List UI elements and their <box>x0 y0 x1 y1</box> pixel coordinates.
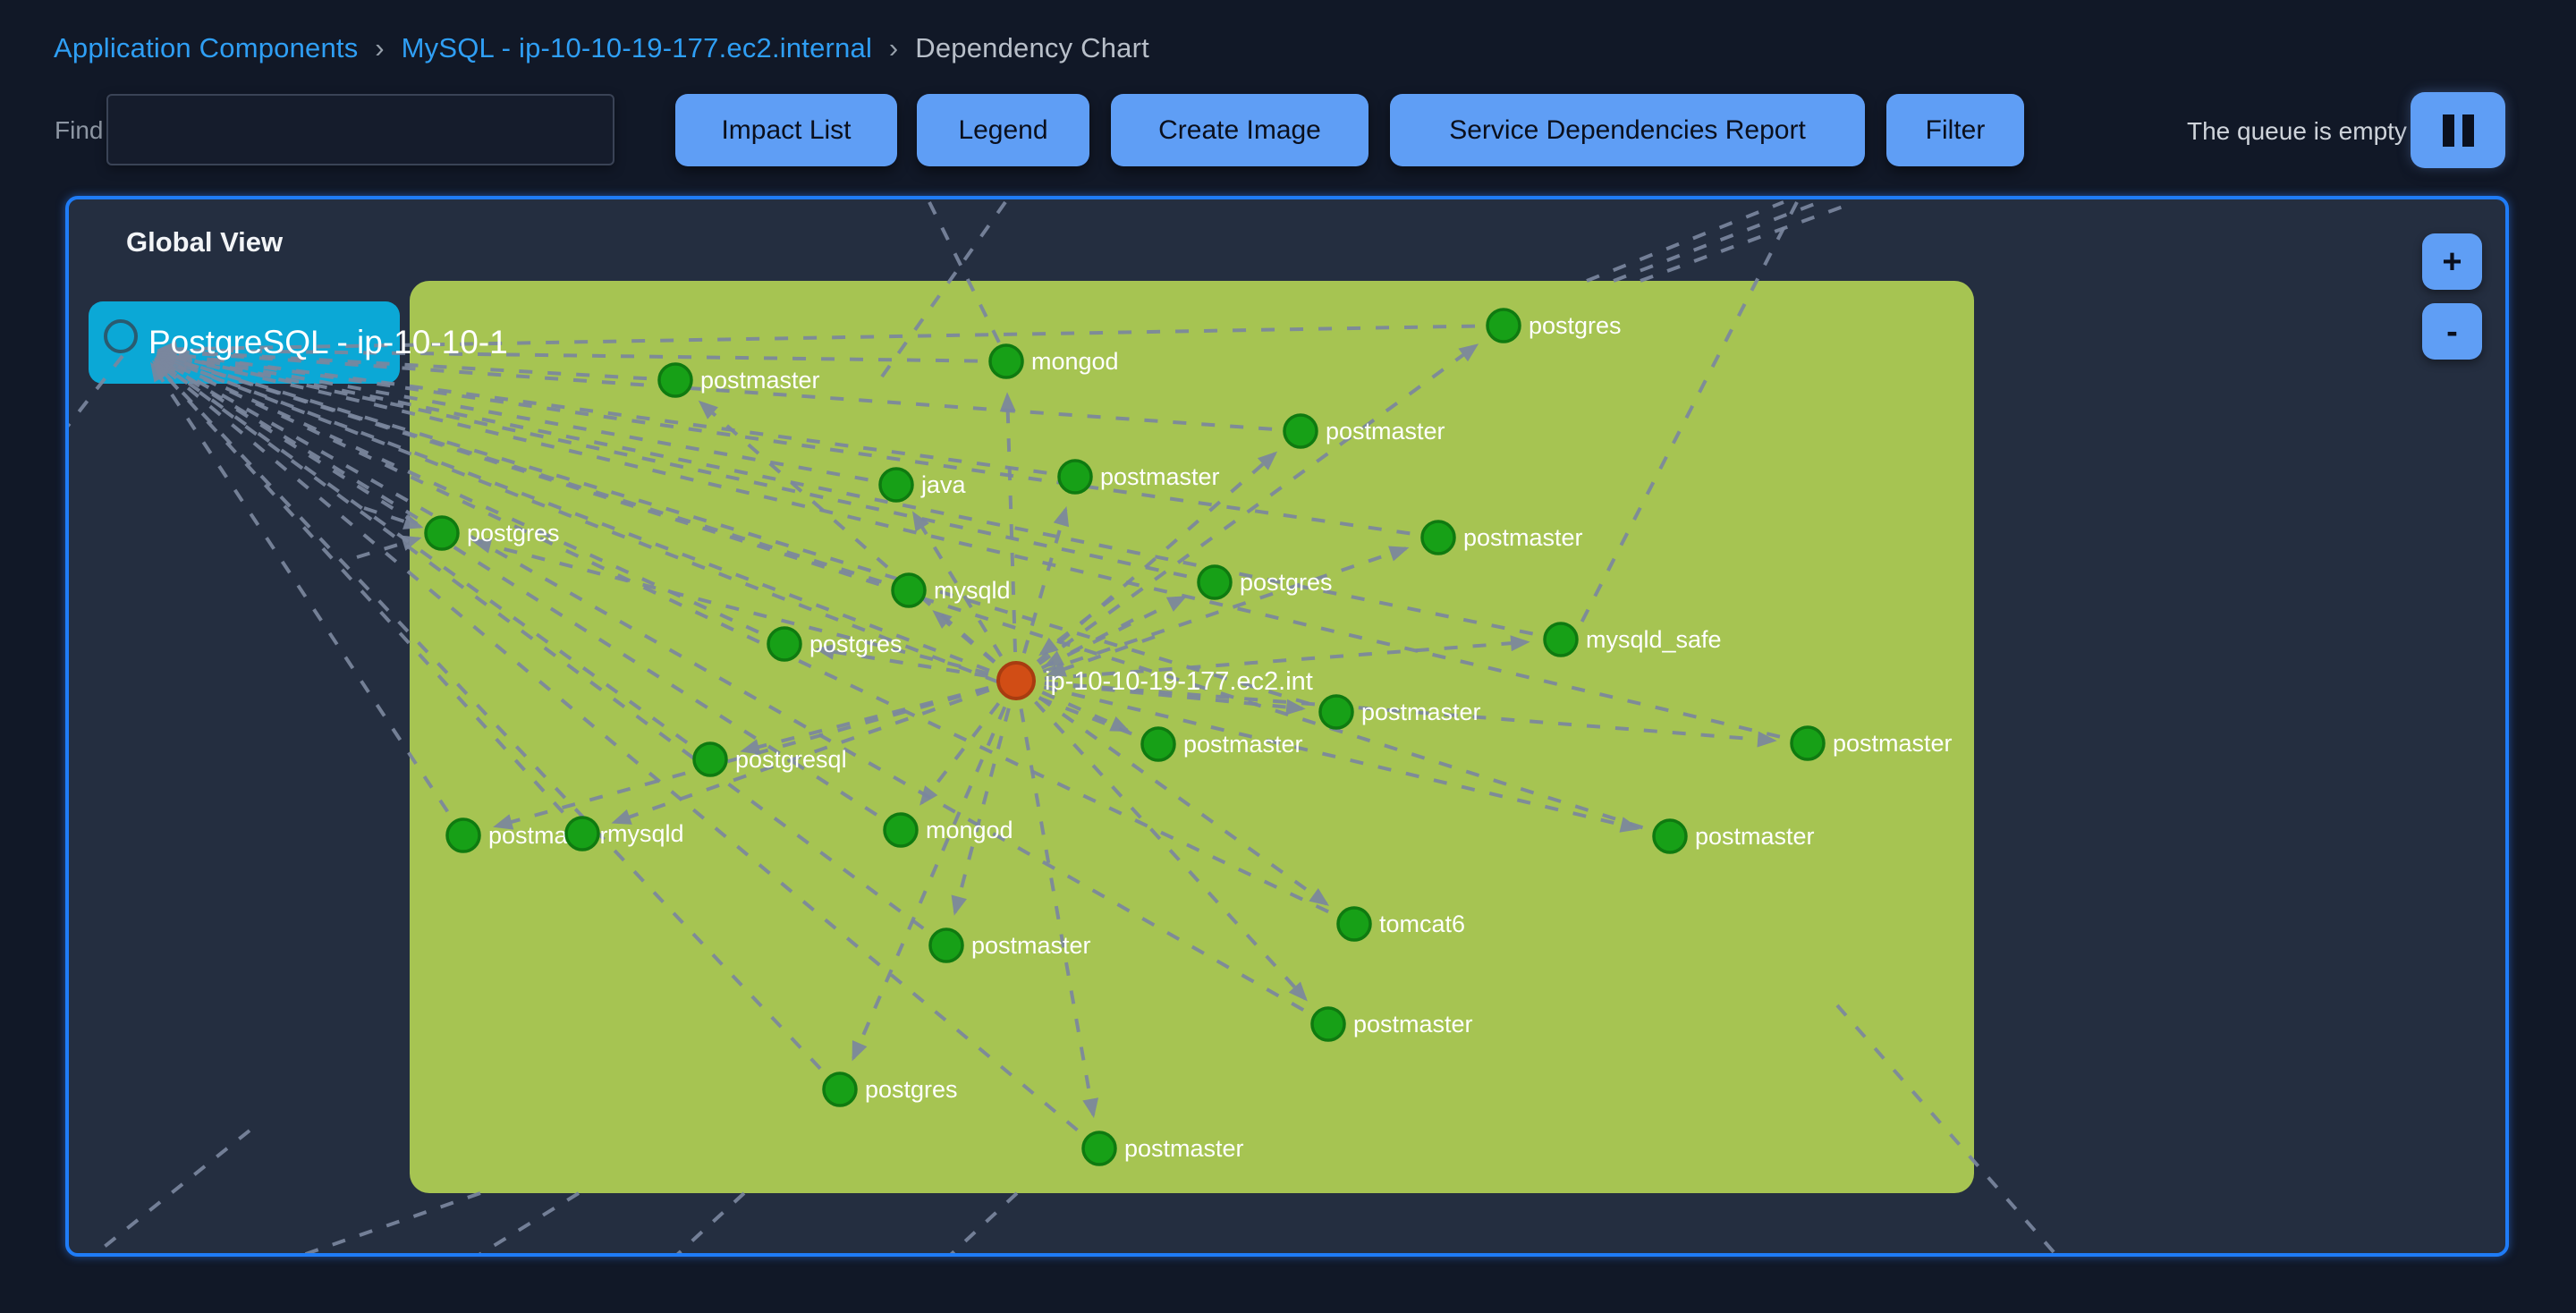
graph-node[interactable]: mongod <box>988 343 1119 379</box>
graph-node[interactable]: postmaster <box>1081 1131 1244 1166</box>
graph-node-label: postgres <box>1529 312 1622 339</box>
global-view-panel: Global View PostgreSQL - ip-10-10-1 ip-10… <box>65 196 2509 1257</box>
graph-node-label: postmaster <box>1183 731 1303 758</box>
impact-list-button[interactable]: Impact List <box>675 94 897 166</box>
graph-node-label: postmaster <box>1100 463 1220 490</box>
graph-node-label: postgres <box>809 631 902 657</box>
graph-node[interactable]: tomcat6 <box>1336 906 1465 942</box>
graph-node-label: postmaster <box>1833 730 1953 757</box>
graph-node-label: postmaster <box>1695 823 1815 850</box>
selected-node-label: PostgreSQL - ip-10-10-1 <box>148 324 508 360</box>
graph-node-label: java <box>920 471 967 498</box>
graph-node[interactable]: postmaster <box>1318 694 1481 730</box>
graph-node[interactable]: postgres <box>822 1072 958 1107</box>
graph-edges <box>69 200 2057 1253</box>
graph-node[interactable]: postgres <box>767 626 902 662</box>
graph-node-label: postmaster <box>1463 524 1583 551</box>
graph-node-label: mongod <box>926 817 1013 843</box>
dependency-graph[interactable]: PostgreSQL - ip-10-10-1 ip-10-10-19-177.e… <box>69 199 2505 1253</box>
breadcrumb-current-page: Dependency Chart <box>915 32 1149 64</box>
graph-node[interactable]: mysqld <box>564 816 684 851</box>
graph-hub-label: ip-10-10-19-177.ec2.int <box>1045 667 1313 696</box>
graph-node[interactable]: mysqld_safe <box>1543 622 1722 657</box>
graph-node[interactable]: postmaster <box>1310 1006 1473 1042</box>
graph-node[interactable]: postmaster <box>1420 520 1583 555</box>
graph-node-label: mongod <box>1031 348 1119 375</box>
graph-node-label: postgres <box>467 520 560 546</box>
graph-node[interactable]: postmaster <box>1140 726 1303 762</box>
pause-icon <box>2442 114 2474 147</box>
service-dependencies-report-button[interactable]: Service Dependencies Report <box>1390 94 1865 166</box>
graph-node[interactable]: mongod <box>883 812 1013 848</box>
graph-node[interactable]: postgresql <box>692 741 847 777</box>
graph-node[interactable]: java <box>878 467 967 503</box>
graph-node-label: postmaster <box>1353 1011 1473 1038</box>
graph-node[interactable]: postmaster <box>1652 818 1815 854</box>
breadcrumb-separator: › <box>888 32 899 64</box>
toolbar: Find Impact List Legend Create Image Ser… <box>0 0 2576 179</box>
selected-node-icon <box>104 319 138 353</box>
graph-node-label: tomcat6 <box>1379 911 1465 937</box>
graph-node-label: postmaster <box>1124 1135 1244 1162</box>
graph-node-label: mysqld <box>934 577 1011 604</box>
graph-node-label: mysqld <box>607 820 684 847</box>
legend-button[interactable]: Legend <box>917 94 1089 166</box>
queue-status-text: The queue is empty <box>2187 117 2407 145</box>
graph-node-label: postgres <box>865 1076 958 1103</box>
breadcrumb-link-application-components[interactable]: Application Components <box>54 32 359 64</box>
graph-node[interactable]: postgres <box>424 515 560 551</box>
graph-hub-node[interactable]: ip-10-10-19-177.ec2.int <box>996 661 1313 700</box>
panel-title: Global View <box>126 226 284 258</box>
zoom-in-button[interactable]: + <box>2422 233 2482 290</box>
graph-node[interactable]: postmaster <box>1283 413 1445 449</box>
graph-node[interactable]: postmaster <box>1057 459 1220 495</box>
breadcrumb: Application Components › MySQL - ip-10-1… <box>54 32 1149 64</box>
graph-canvas <box>410 281 1974 1193</box>
zoom-out-button[interactable]: - <box>2422 303 2482 360</box>
graph-node-label: postgresql <box>735 746 847 773</box>
graph-node[interactable]: postmaster <box>928 928 1091 963</box>
breadcrumb-separator: › <box>375 32 385 64</box>
graph-node-label: postmaster <box>971 932 1091 959</box>
find-label: Find <box>55 116 104 144</box>
graph-node-label: postgres <box>1240 569 1333 596</box>
graph-node[interactable]: postgres <box>1486 308 1622 343</box>
find-input[interactable] <box>106 94 614 165</box>
graph-node[interactable]: postgres <box>1197 564 1333 600</box>
breadcrumb-link-mysql-host[interactable]: MySQL - ip-10-10-19-177.ec2.internal <box>401 32 873 64</box>
filter-button[interactable]: Filter <box>1886 94 2024 166</box>
graph-node[interactable]: postmaster <box>657 362 820 398</box>
graph-node-label: mysqld_safe <box>1586 626 1722 653</box>
create-image-button[interactable]: Create Image <box>1111 94 1368 166</box>
graph-node-label: postmaster <box>1326 418 1445 445</box>
pause-queue-button[interactable] <box>2411 92 2505 168</box>
graph-node[interactable]: postmaster <box>1790 725 1953 761</box>
graph-node-label: postmaster <box>700 367 820 394</box>
graph-node[interactable]: mysqld <box>891 572 1011 608</box>
graph-node-label: postmaster <box>1361 699 1481 725</box>
